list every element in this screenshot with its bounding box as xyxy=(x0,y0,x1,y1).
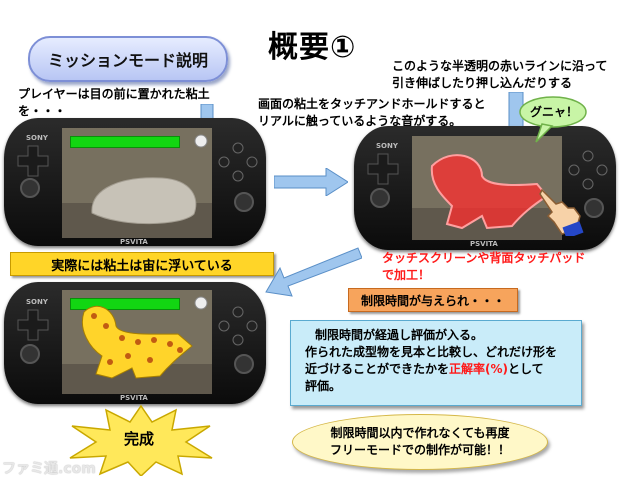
complete-burst: 完成 xyxy=(66,404,216,476)
device-model: PSVITA xyxy=(470,240,498,248)
evaluation-line-1: 制限時間が経過し評価が入る。 xyxy=(315,328,484,342)
device-brand: SONY xyxy=(376,142,398,150)
evaluation-line-4: 評価。 xyxy=(305,379,342,393)
free-mode-line-2: フリーモードでの制作が可能！！ xyxy=(329,443,510,457)
diagonal-arrow-icon xyxy=(265,247,362,297)
starburst-icon xyxy=(69,404,213,476)
face-buttons-icon xyxy=(218,306,258,346)
dpad-icon xyxy=(17,309,49,341)
face-buttons-icon xyxy=(568,150,608,190)
mission-mode-label: ミッションモード説明 xyxy=(28,36,228,82)
pointing-hand-icon xyxy=(539,188,584,236)
mission-mode-text: ミッションモード説明 xyxy=(47,51,208,70)
ps-vita-device-3: SONY PSVITA xyxy=(4,282,266,404)
line-description: このような半透明の赤いラインに沿って 引き伸ばしたり押し込んだりする xyxy=(392,59,608,90)
device-model: PSVITA xyxy=(120,394,148,402)
accuracy-rate-label: 正解率(%) xyxy=(449,362,509,376)
right-stick xyxy=(234,192,254,212)
time-limit-note: 制限時間が与えられ・・・ xyxy=(348,288,518,312)
evaluation-line-2: 作られた成型物を見本と比較し、どれだけ形を xyxy=(305,345,558,359)
bubble-text: グニャ！ xyxy=(530,105,579,119)
right-stick xyxy=(234,354,254,374)
ps-vita-device-1: SONY PSVITA xyxy=(4,118,266,246)
complete-text: 完成 xyxy=(124,430,155,448)
free-mode-note: 制限時間以内で作れなくても再度 フリーモードでの制作が可能！！ xyxy=(292,414,548,470)
pause-icon xyxy=(194,134,208,148)
screen-1 xyxy=(62,128,212,238)
floating-clay-text: 実際には粘土は宙に浮いている xyxy=(51,258,233,274)
floating-clay-note: 実際には粘土は宙に浮いている xyxy=(10,252,274,276)
giraffe-model-image xyxy=(62,305,212,394)
speech-bubble: グニャ！ xyxy=(518,96,588,143)
left-stick xyxy=(370,188,390,208)
clay-lump-image xyxy=(62,177,212,238)
page-title: 概要① xyxy=(268,30,357,65)
right-arrow-icon xyxy=(274,168,348,196)
face-buttons-icon xyxy=(218,142,258,182)
pause-icon xyxy=(194,296,208,310)
device-brand: SONY xyxy=(26,134,48,142)
time-limit-text: 制限時間が与えられ・・・ xyxy=(360,293,505,308)
player-description: プレイヤーは目の前に置かれた粘土 を・・・ xyxy=(18,87,210,118)
watermark-logo: ファミ通.com xyxy=(2,461,96,477)
right-stick xyxy=(584,198,604,218)
device-model: PSVITA xyxy=(120,238,148,246)
dpad-icon xyxy=(17,145,49,177)
dpad-icon xyxy=(367,153,399,185)
evaluation-note: 制限時間が経過し評価が入る。 作られた成型物を見本と比較し、どれだけ形を 近づけ… xyxy=(290,320,582,406)
screen-2 xyxy=(412,136,562,240)
touch-description: 画面の粘土をタッチアンドホールドすると リアルに触っているような音がする。 xyxy=(258,97,486,128)
red-guide-overlay xyxy=(412,154,562,240)
progress-bar xyxy=(70,136,180,148)
left-stick xyxy=(20,344,40,364)
ps-vita-device-2: SONY PSVITA xyxy=(354,126,616,250)
free-mode-line-1: 制限時間以内で作れなくても再度 xyxy=(330,426,510,440)
touch-method-note: タッチスクリーンや背面タッチパッド で加工！ xyxy=(382,251,586,282)
device-brand: SONY xyxy=(26,298,48,306)
left-stick xyxy=(20,178,40,198)
screen-3 xyxy=(62,290,212,394)
evaluation-line-3: 近づけることができたかを正解率(%)として xyxy=(305,362,544,376)
